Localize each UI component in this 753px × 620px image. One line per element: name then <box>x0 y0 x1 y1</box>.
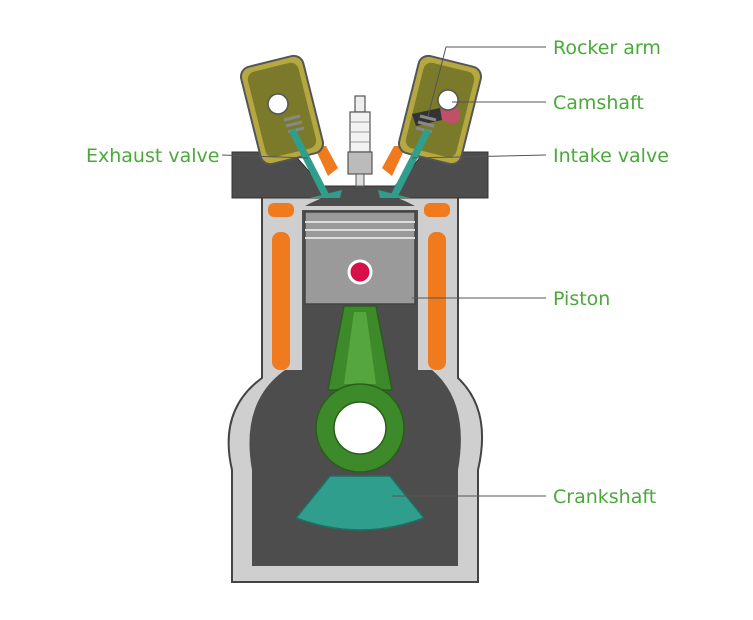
label-rocker-arm: Rocker arm <box>553 37 661 59</box>
connecting-rod <box>315 305 405 473</box>
exhaust-camshaft <box>267 93 289 115</box>
crank-journal <box>333 401 387 455</box>
piston-pin <box>347 259 373 285</box>
intake-camshaft <box>437 89 459 111</box>
label-exhaust-valve: Exhaust valve <box>86 145 219 167</box>
label-intake-valve: Intake valve <box>553 145 669 167</box>
intake-valve <box>378 128 432 198</box>
leader-intake-valve <box>411 154 547 159</box>
coolant-left <box>272 232 290 370</box>
coolant-left-small <box>268 203 294 217</box>
label-crankshaft: Crankshaft <box>553 486 656 508</box>
coolant-right-small <box>424 203 450 217</box>
spark-plug <box>347 95 373 187</box>
head-passage-right <box>382 146 406 176</box>
exhaust-valve <box>288 128 342 198</box>
piston <box>304 211 416 305</box>
coolant-right <box>428 232 446 370</box>
crankshaft-counterweight <box>294 475 426 531</box>
head-passage-left <box>314 146 338 176</box>
label-piston: Piston <box>553 288 610 310</box>
leader-rocker-arm <box>427 46 546 117</box>
label-camshaft: Camshaft <box>553 92 644 114</box>
leader-exhaust-valve <box>221 154 309 159</box>
